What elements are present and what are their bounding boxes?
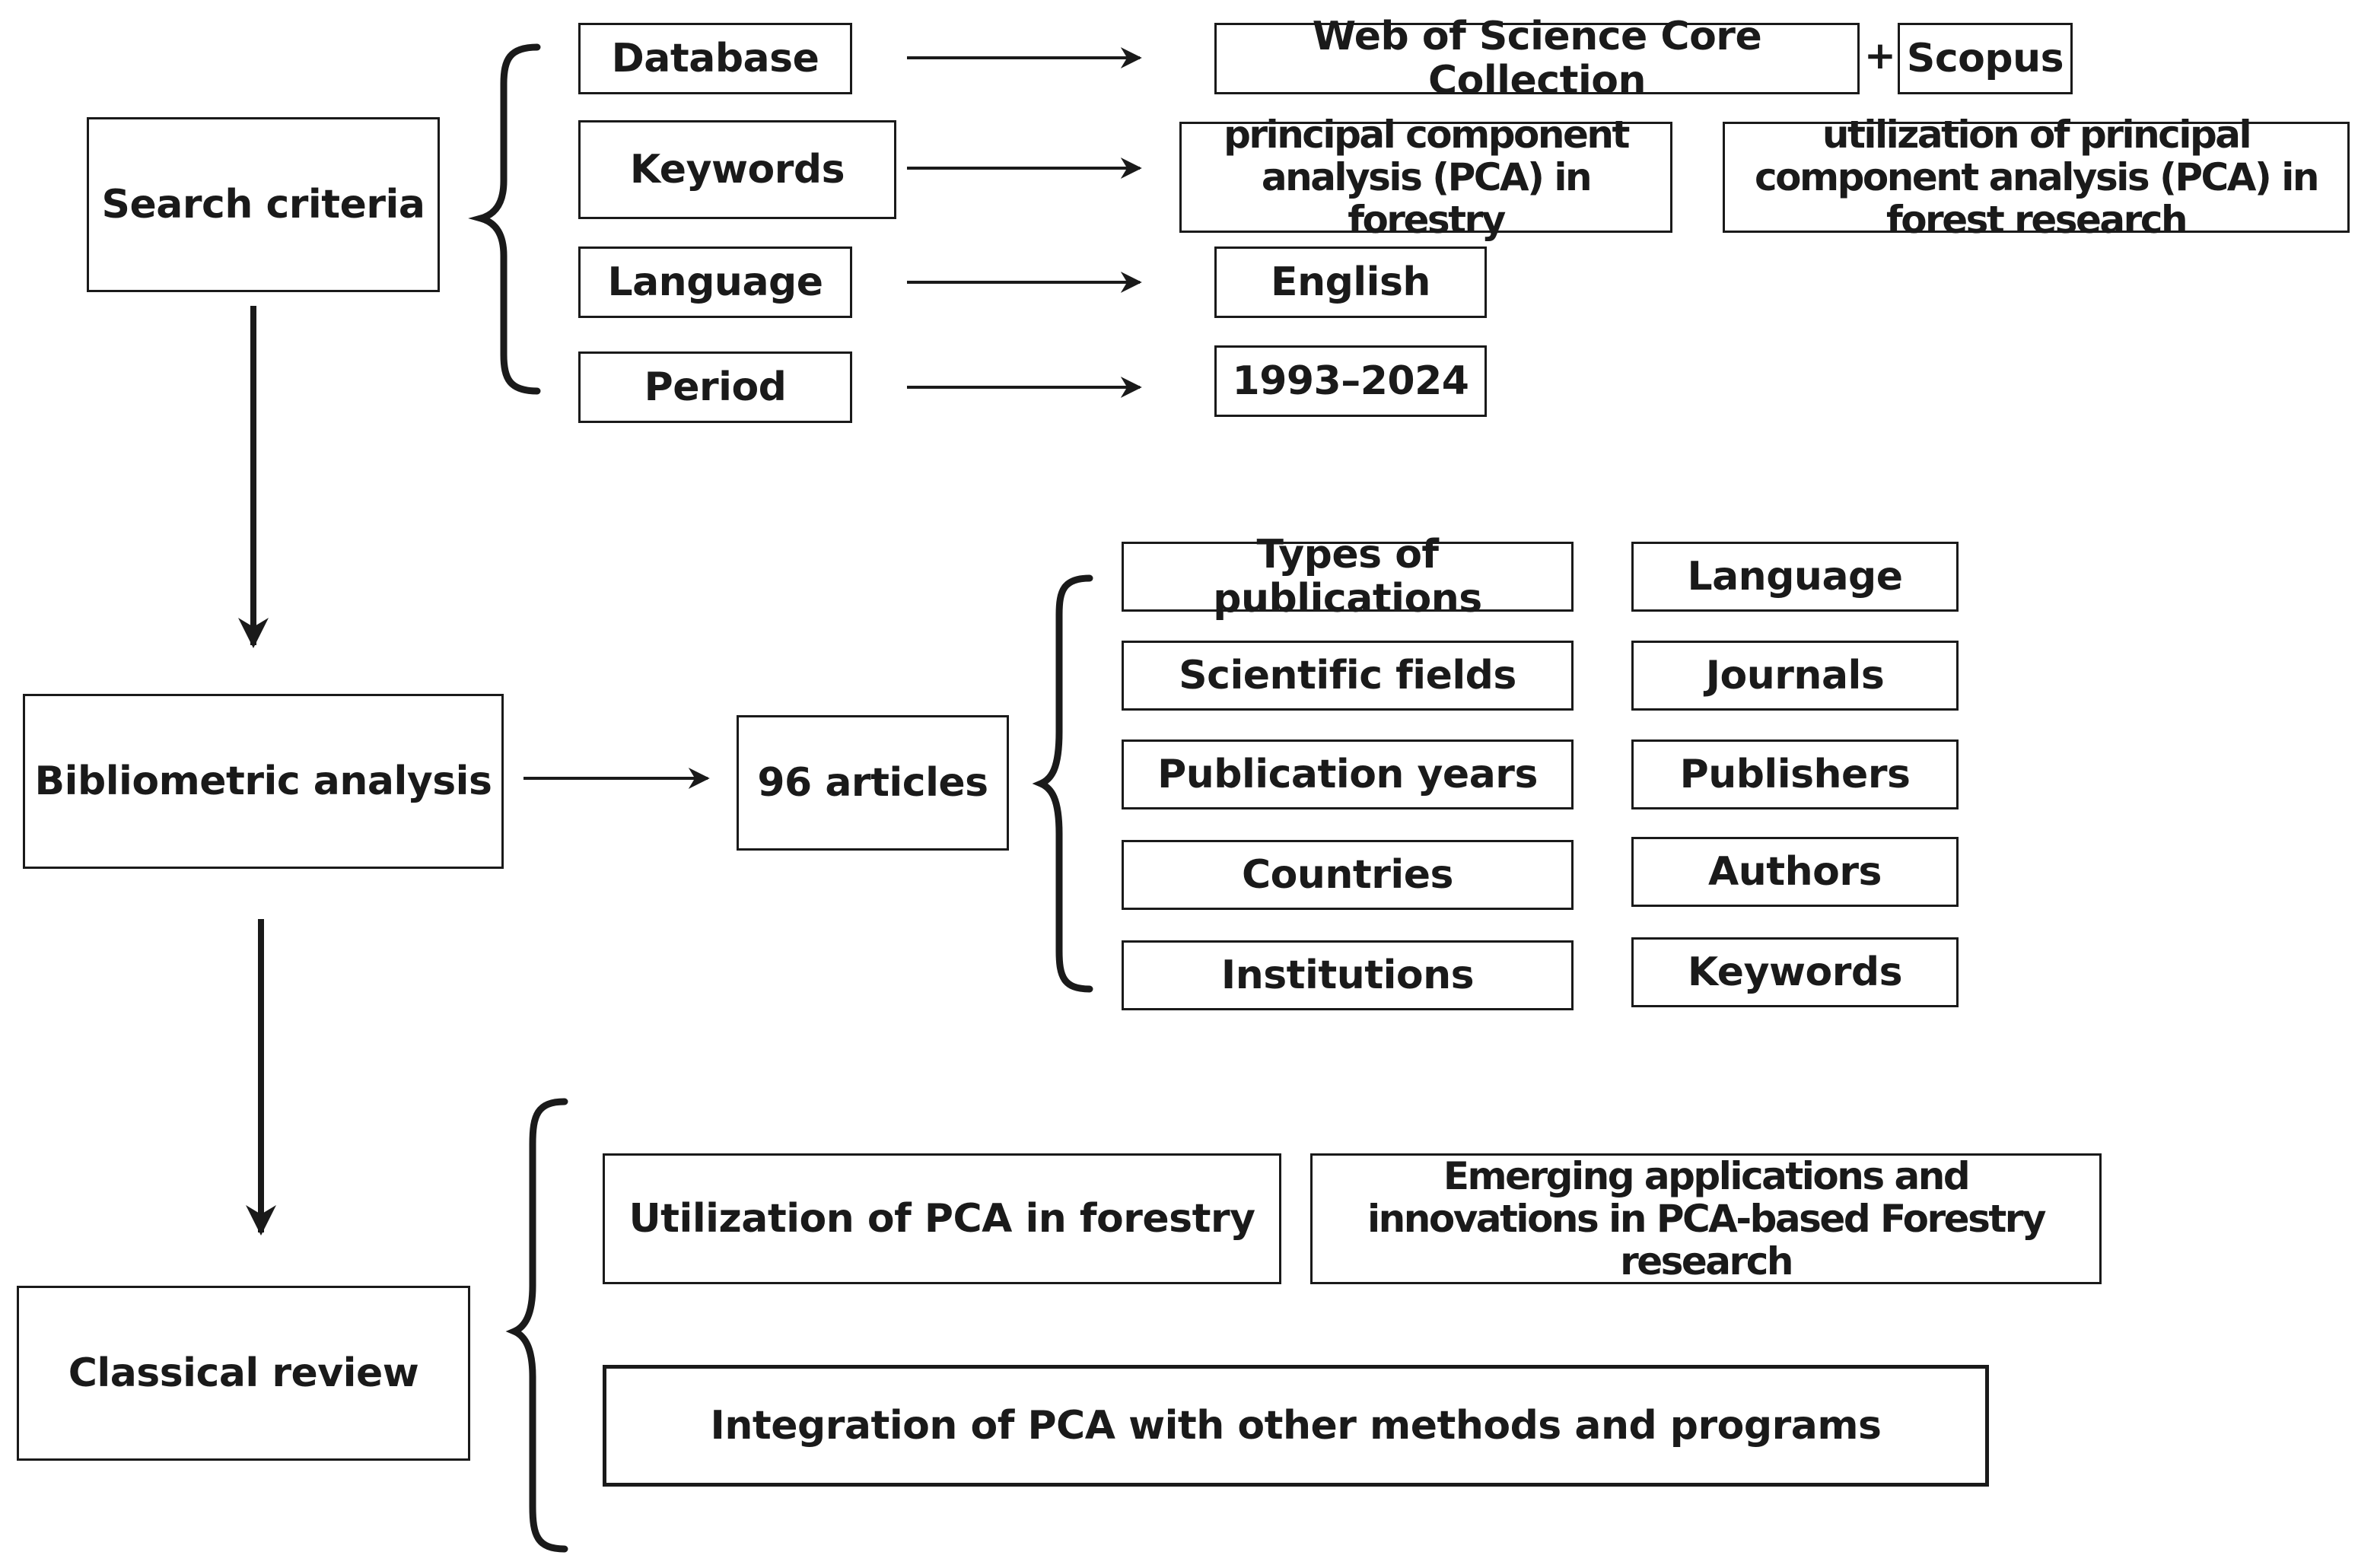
database-value-scopus: Scopus — [1898, 23, 2073, 94]
stage-search-criteria: Search criteria — [87, 117, 440, 292]
bibliometric-item: Scientific fields — [1122, 641, 1574, 711]
review-topic-integration: Integration of PCA with other methods an… — [603, 1365, 1989, 1487]
bibliometric-item: Authors — [1631, 837, 1959, 907]
bibliometric-item: Language — [1631, 542, 1959, 612]
bibliometric-item: Publication years — [1122, 739, 1574, 809]
bibliometric-item: Institutions — [1122, 940, 1574, 1010]
keyword-value-2: utilization of principal component analy… — [1723, 113, 2350, 241]
plus-sign: + — [1864, 33, 1896, 78]
keyword-value-1: principal component analysis (PCA) in fo… — [1179, 113, 1672, 241]
database-value-wos: Web of Science Core Collection — [1214, 14, 1860, 103]
brace-search-criteria — [468, 43, 541, 395]
review-topic-utilization: Utilization of PCA in forestry — [603, 1153, 1281, 1284]
bibliometric-item: Types of publications — [1122, 533, 1574, 621]
criteria-label-period: Period — [578, 351, 852, 423]
stage-bibliometric-analysis: Bibliometric analysis — [23, 694, 504, 869]
period-value: 1993–2024 — [1214, 345, 1487, 417]
articles-count: 96 articles — [737, 715, 1009, 851]
bibliometric-item: Keywords — [1631, 937, 1959, 1007]
criteria-label-database: Database — [578, 23, 852, 94]
bibliometric-item: Publishers — [1631, 739, 1959, 809]
review-topic-emerging: Emerging applications and innovations in… — [1310, 1153, 2102, 1284]
language-value: English — [1214, 246, 1487, 318]
criteria-label-keywords: Keywords — [578, 120, 896, 219]
criteria-label-language: Language — [578, 246, 852, 318]
brace-bibliometric — [1032, 574, 1093, 993]
bibliometric-item: Journals — [1631, 641, 1959, 711]
brace-classical — [505, 1098, 568, 1553]
stage-classical-review: Classical review — [17, 1286, 470, 1461]
bibliometric-item: Countries — [1122, 840, 1574, 910]
